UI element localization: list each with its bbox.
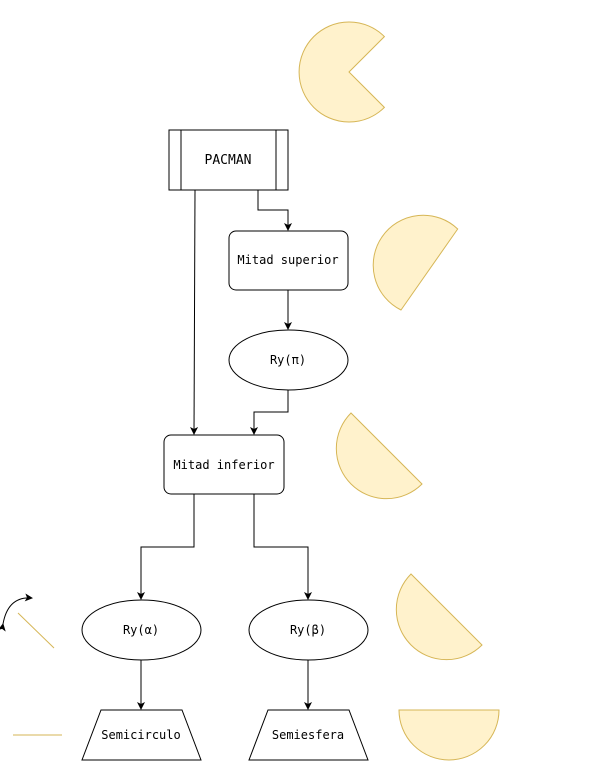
- ry-alpha-label: Ry(α): [123, 623, 159, 637]
- rotated-half-shape-lower: [395, 573, 483, 661]
- edge-pacman-to-top-half: [257, 190, 292, 231]
- pacman-node[interactable]: PACMAN: [168, 129, 289, 191]
- top-half-node[interactable]: Mitad superior: [228, 230, 349, 291]
- pacman-label: PACMAN: [205, 153, 252, 168]
- ry-alpha-node[interactable]: Ry(α): [81, 599, 202, 661]
- curved-rotation-arrow-icon: [0, 593, 33, 632]
- semicircle-node[interactable]: Semicirculo: [81, 709, 202, 761]
- bottom-half-label: Mitad inferior: [173, 458, 274, 472]
- ry-beta-label: Ry(β): [290, 623, 326, 637]
- edge-bottom-half-to-ry-beta: [253, 494, 312, 600]
- pacman-shape: [298, 21, 386, 123]
- top-half-label: Mitad superior: [237, 253, 338, 267]
- hemisphere-label: Semiesfera: [272, 728, 344, 742]
- hemisphere-shape: [398, 709, 500, 761]
- edge-bottom-half-to-ry-alpha: [137, 494, 195, 600]
- edge-ry-pi-to-bottom-half: [250, 390, 289, 435]
- ry-beta-node[interactable]: Ry(β): [248, 599, 369, 661]
- ry-pi-label: Ry(π): [270, 353, 306, 367]
- hemisphere-node[interactable]: Semiesfera: [248, 709, 369, 761]
- bottom-half-node[interactable]: Mitad inferior: [163, 434, 285, 495]
- diagonal-line-decoration: [17, 612, 55, 649]
- edge-pacman-to-bottom-half: [190, 189, 199, 435]
- ry-pi-node[interactable]: Ry(π): [228, 329, 349, 391]
- top-half-shape: [372, 214, 459, 311]
- semicircle-label: Semicirculo: [101, 728, 180, 742]
- rotated-half-shape: [335, 412, 423, 500]
